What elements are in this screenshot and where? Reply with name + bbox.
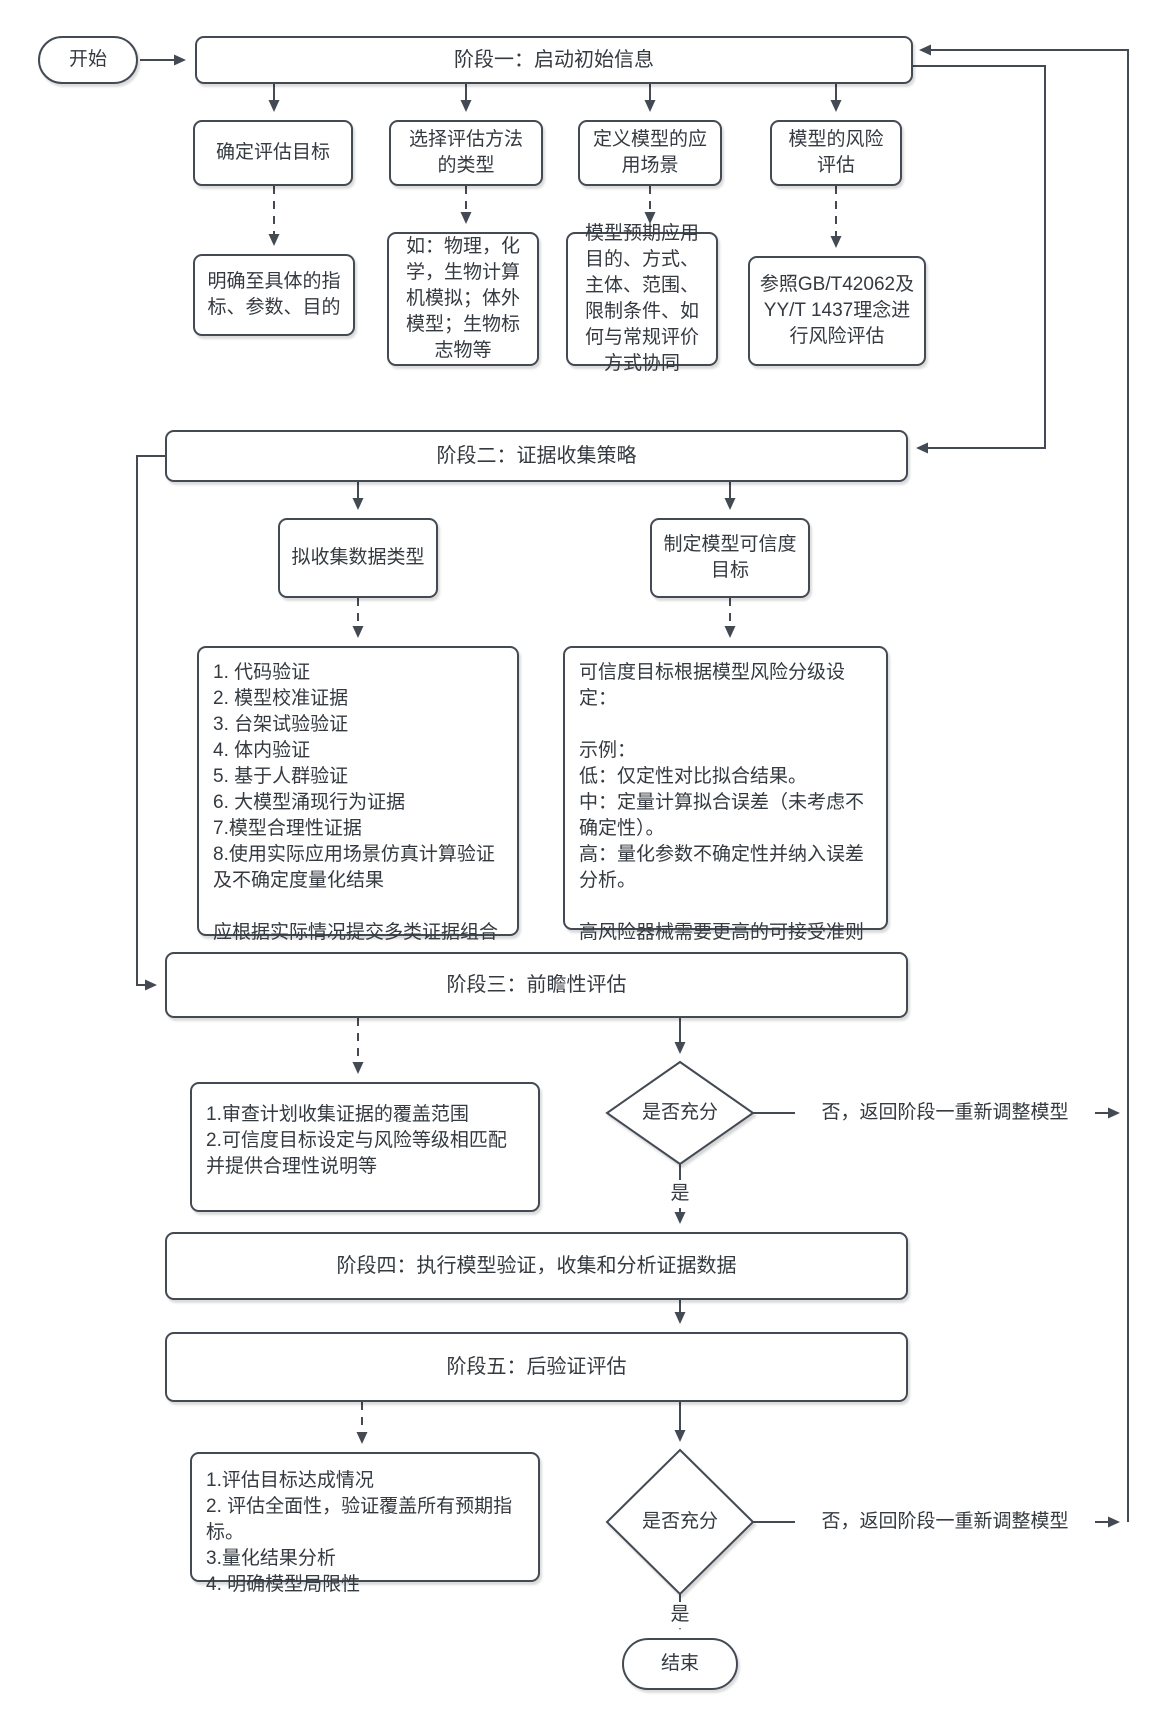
node-post-list: 1.评估目标达成情况 2. 评估全面性，验证覆盖所有预期指标。 3.量化结果分析… (190, 1452, 540, 1595)
decision1-diamond (605, 1060, 755, 1166)
node-app-scenario: 定义模型的应 用场景 (578, 120, 722, 186)
node-data-types: 拟收集数据类型 (278, 518, 438, 598)
decision2-label: 是否充分 (641, 1511, 718, 1532)
node-start: 开始 (38, 36, 138, 84)
node-credibility-detail: 可信度目标根据模型风险分级设定： 示例： 低：仅定性对比拟合结果。 中：定量计算… (563, 646, 888, 943)
decision1-label: 是否充分 (641, 1102, 718, 1123)
stage2-bar: 阶段二：证据收集策略 (165, 430, 908, 482)
node-credibility-goal: 制定模型可信度 目标 (650, 518, 810, 598)
node-method-detail: 如：物理，化学，生物计算机模拟；体外模型；生物标志物等 (387, 232, 539, 366)
stage5-bar: 阶段五：后验证评估 (165, 1332, 908, 1402)
stage4-bar: 阶段四：执行模型验证，收集和分析证据数据 (165, 1232, 908, 1300)
node-evidence-list: 1. 代码验证 2. 模型校准证据 3. 台架试验验证 4. 体内验证 5. 基… (197, 646, 519, 943)
stage1-bar: 阶段一：启动初始信息 (195, 36, 913, 84)
decision2-diamond (605, 1448, 755, 1596)
node-goal-detail: 明确至具体的指标、参数、目的 (193, 254, 355, 336)
node-method-type: 选择评估方法 的类型 (389, 120, 543, 186)
edge-stage2-to-stage3 (136, 455, 165, 991)
node-scenario-detail: 模型预期应用目的、方式、主体、范围、限制条件、如何与常规评价方式协同 (566, 223, 718, 374)
decision2-yes-label: 是 (664, 1602, 696, 1628)
decision1-no-label: 否，返回阶段一重新调整模型 (795, 1098, 1095, 1128)
node-review-list: 1.审查计划收集证据的覆盖范围 2.可信度目标设定与风险等级相匹配 并提供合理性… (190, 1082, 540, 1212)
edge-return-to-stage1 (919, 44, 1129, 1522)
decision2-no-label: 否，返回阶段一重新调整模型 (795, 1507, 1095, 1537)
decision1-yes-label: 是 (664, 1180, 696, 1208)
node-end: 结束 (622, 1638, 738, 1690)
node-risk-assess: 模型的风险 评估 (770, 120, 902, 186)
node-risk-detail: 参照GB/T42062及YY/T 1437理念进行风险评估 (748, 256, 926, 366)
edge-stage1-to-stage2 (913, 65, 1046, 454)
stage3-bar: 阶段三：前瞻性评估 (165, 952, 908, 1018)
node-define-goal: 确定评估目标 (193, 120, 353, 186)
